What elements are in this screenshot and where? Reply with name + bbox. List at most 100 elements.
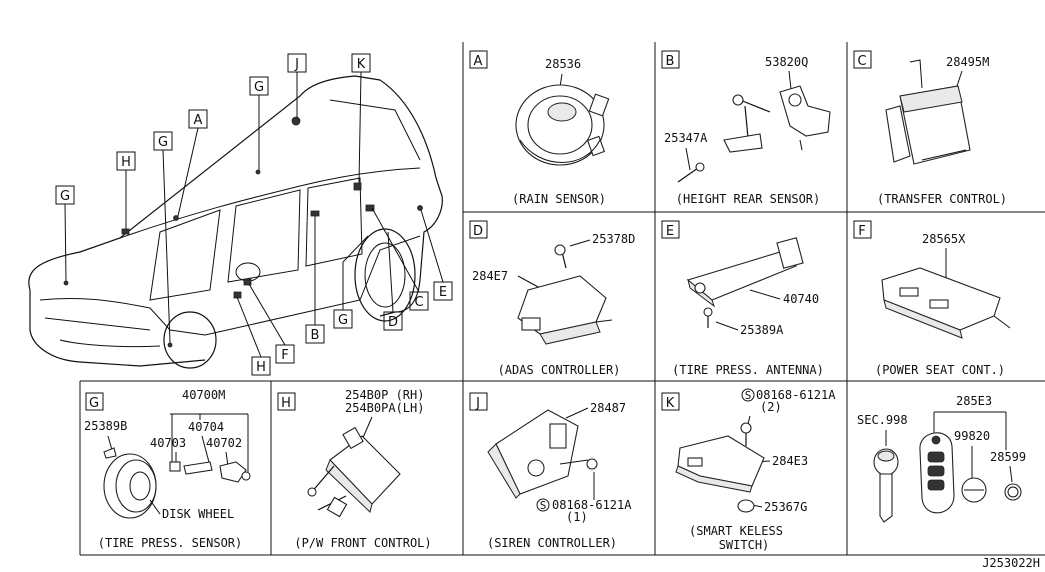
svg-text:C: C bbox=[857, 54, 866, 69]
callout-D[interactable]: D bbox=[383, 231, 403, 331]
diagram-id: J253022H bbox=[982, 556, 1040, 570]
svg-text:284E3: 284E3 bbox=[772, 454, 808, 468]
part-number: 28536 bbox=[545, 57, 581, 71]
callout-H-bottom[interactable]: H bbox=[236, 296, 271, 376]
callout-K[interactable]: K bbox=[351, 53, 371, 184]
svg-text:E: E bbox=[666, 224, 674, 239]
callout-G-top[interactable]: G bbox=[249, 76, 269, 170]
svg-text:SWITCH): SWITCH) bbox=[719, 538, 770, 552]
svg-text:53820Q: 53820Q bbox=[765, 55, 808, 69]
svg-text:(TRANSFER CONTROL): (TRANSFER CONTROL) bbox=[877, 192, 1007, 206]
panel-grid bbox=[79, 42, 1045, 556]
callout-B[interactable]: B bbox=[305, 216, 325, 344]
svg-text:(ADAS CONTROLLER): (ADAS CONTROLLER) bbox=[498, 363, 621, 377]
callout-G-mid[interactable]: G bbox=[153, 131, 173, 344]
callout-E[interactable]: E bbox=[420, 209, 453, 301]
svg-text:F: F bbox=[281, 348, 288, 363]
battery-cover-part bbox=[961, 477, 987, 503]
svg-text:B: B bbox=[311, 328, 320, 343]
svg-text:(SIREN CONTROLLER): (SIREN CONTROLLER) bbox=[487, 536, 617, 550]
svg-text:D: D bbox=[388, 315, 398, 330]
svg-text:254B0P (RH): 254B0P (RH) bbox=[345, 388, 424, 402]
svg-text:40704: 40704 bbox=[188, 420, 224, 434]
svg-text:K: K bbox=[666, 396, 675, 411]
panel-letter-box bbox=[469, 50, 488, 69]
svg-text:B: B bbox=[666, 54, 675, 69]
svg-text:40702: 40702 bbox=[206, 436, 242, 450]
svg-text:E: E bbox=[439, 285, 447, 300]
svg-text:(TIRE PRESS. SENSOR): (TIRE PRESS. SENSOR) bbox=[98, 536, 243, 550]
svg-text:A: A bbox=[194, 113, 203, 128]
svg-text:(1): (1) bbox=[566, 510, 588, 524]
coin-battery-part bbox=[1004, 483, 1022, 501]
callout-F[interactable]: F bbox=[248, 283, 295, 364]
svg-text:J: J bbox=[294, 57, 299, 72]
panel-key-fob: SEC.998 285E3 99820 28599 bbox=[857, 394, 1026, 523]
svg-text:28487: 28487 bbox=[590, 401, 626, 415]
svg-text:K: K bbox=[357, 57, 366, 72]
svg-text:H: H bbox=[281, 396, 291, 411]
panel-caption: (RAIN SENSOR) bbox=[512, 192, 606, 206]
disk-wheel-part bbox=[103, 447, 251, 519]
svg-text:40740: 40740 bbox=[783, 292, 819, 306]
panel-C: C 28495M (TRANSFER CONTROL) bbox=[853, 50, 1007, 206]
svg-text:(POWER SEAT CONT.): (POWER SEAT CONT.) bbox=[875, 363, 1005, 377]
panel-G: G 40700M 40704 25389B 40703 40702 DISK W… bbox=[84, 388, 251, 550]
svg-text:G: G bbox=[254, 80, 264, 95]
callout-A[interactable]: A bbox=[177, 109, 208, 217]
panel-F: F 28565X (POWER SEAT CONT.) bbox=[853, 220, 1011, 377]
key-fob-part bbox=[919, 432, 955, 514]
svg-text:S: S bbox=[540, 499, 547, 512]
panel-E: E 40740 25389A (TIRE PRESS. ANTENNA) bbox=[661, 220, 824, 377]
svg-text:40703: 40703 bbox=[150, 436, 186, 450]
svg-text:(2): (2) bbox=[760, 400, 782, 414]
svg-text:28599: 28599 bbox=[990, 450, 1026, 464]
svg-text:28565X: 28565X bbox=[922, 232, 966, 246]
siren-controller-part bbox=[487, 409, 598, 499]
svg-text:F: F bbox=[858, 224, 865, 239]
vehicle-overview: J G K A G H G bbox=[28, 53, 453, 376]
transfer-control-part bbox=[885, 59, 971, 165]
callout-G-right[interactable]: G bbox=[333, 235, 369, 329]
smart-keyless-switch-part bbox=[675, 422, 765, 513]
svg-text:D: D bbox=[473, 224, 483, 239]
svg-text:25378D: 25378D bbox=[592, 232, 635, 246]
svg-text:SEC.998: SEC.998 bbox=[857, 413, 908, 427]
svg-text:C: C bbox=[414, 295, 423, 310]
panel-J: J 28487 S 08168-6121A (1) (SIREN CONTROL… bbox=[469, 392, 632, 550]
adas-controller-part bbox=[517, 244, 613, 345]
height-sensor-part bbox=[677, 85, 831, 183]
svg-text:28495M: 28495M bbox=[946, 55, 989, 69]
power-seat-control-part bbox=[881, 267, 1011, 339]
bolt-symbol bbox=[536, 498, 550, 512]
mechanical-key-part bbox=[873, 448, 899, 523]
callout-H-top[interactable]: H bbox=[116, 151, 136, 229]
svg-text:40700M: 40700M bbox=[182, 388, 225, 402]
svg-text:H: H bbox=[256, 360, 266, 375]
svg-text:G: G bbox=[89, 396, 99, 411]
svg-text:(TIRE PRESS. ANTENNA): (TIRE PRESS. ANTENNA) bbox=[672, 363, 824, 377]
svg-text:DISK WHEEL: DISK WHEEL bbox=[162, 507, 234, 521]
svg-text:G: G bbox=[60, 189, 70, 204]
panel-K: K S 08168-6121A (2) 284E3 25367G (SMART … bbox=[661, 388, 836, 552]
svg-text:08168-6121A: 08168-6121A bbox=[552, 498, 632, 512]
panel-B: B 53820Q 25347A (HEIGHT REAR SENSOR) bbox=[661, 50, 831, 206]
panel-A: A 28536 (RAIN SENSOR) bbox=[469, 50, 610, 206]
svg-text:08168-6121A: 08168-6121A bbox=[756, 388, 836, 402]
pw-front-control-part bbox=[307, 426, 401, 518]
callout-C[interactable]: C bbox=[371, 207, 429, 311]
svg-text:(HEIGHT REAR SENSOR): (HEIGHT REAR SENSOR) bbox=[676, 192, 821, 206]
panel-D: D 25378D 284E7 (ADAS CONTROLLER) bbox=[469, 220, 635, 377]
svg-text:285E3: 285E3 bbox=[956, 394, 992, 408]
svg-text:25389B: 25389B bbox=[84, 419, 127, 433]
svg-text:254B0PA(LH): 254B0PA(LH) bbox=[345, 401, 424, 415]
callout-G-left[interactable]: G bbox=[55, 185, 75, 282]
callout-J[interactable]: J bbox=[287, 53, 307, 118]
tire-antenna-part bbox=[686, 237, 804, 328]
svg-text:25389A: 25389A bbox=[740, 323, 784, 337]
svg-text:25347A: 25347A bbox=[664, 131, 708, 145]
svg-text:H: H bbox=[121, 155, 131, 170]
panel-letter: A bbox=[474, 54, 483, 69]
svg-text:25367G: 25367G bbox=[764, 500, 807, 514]
